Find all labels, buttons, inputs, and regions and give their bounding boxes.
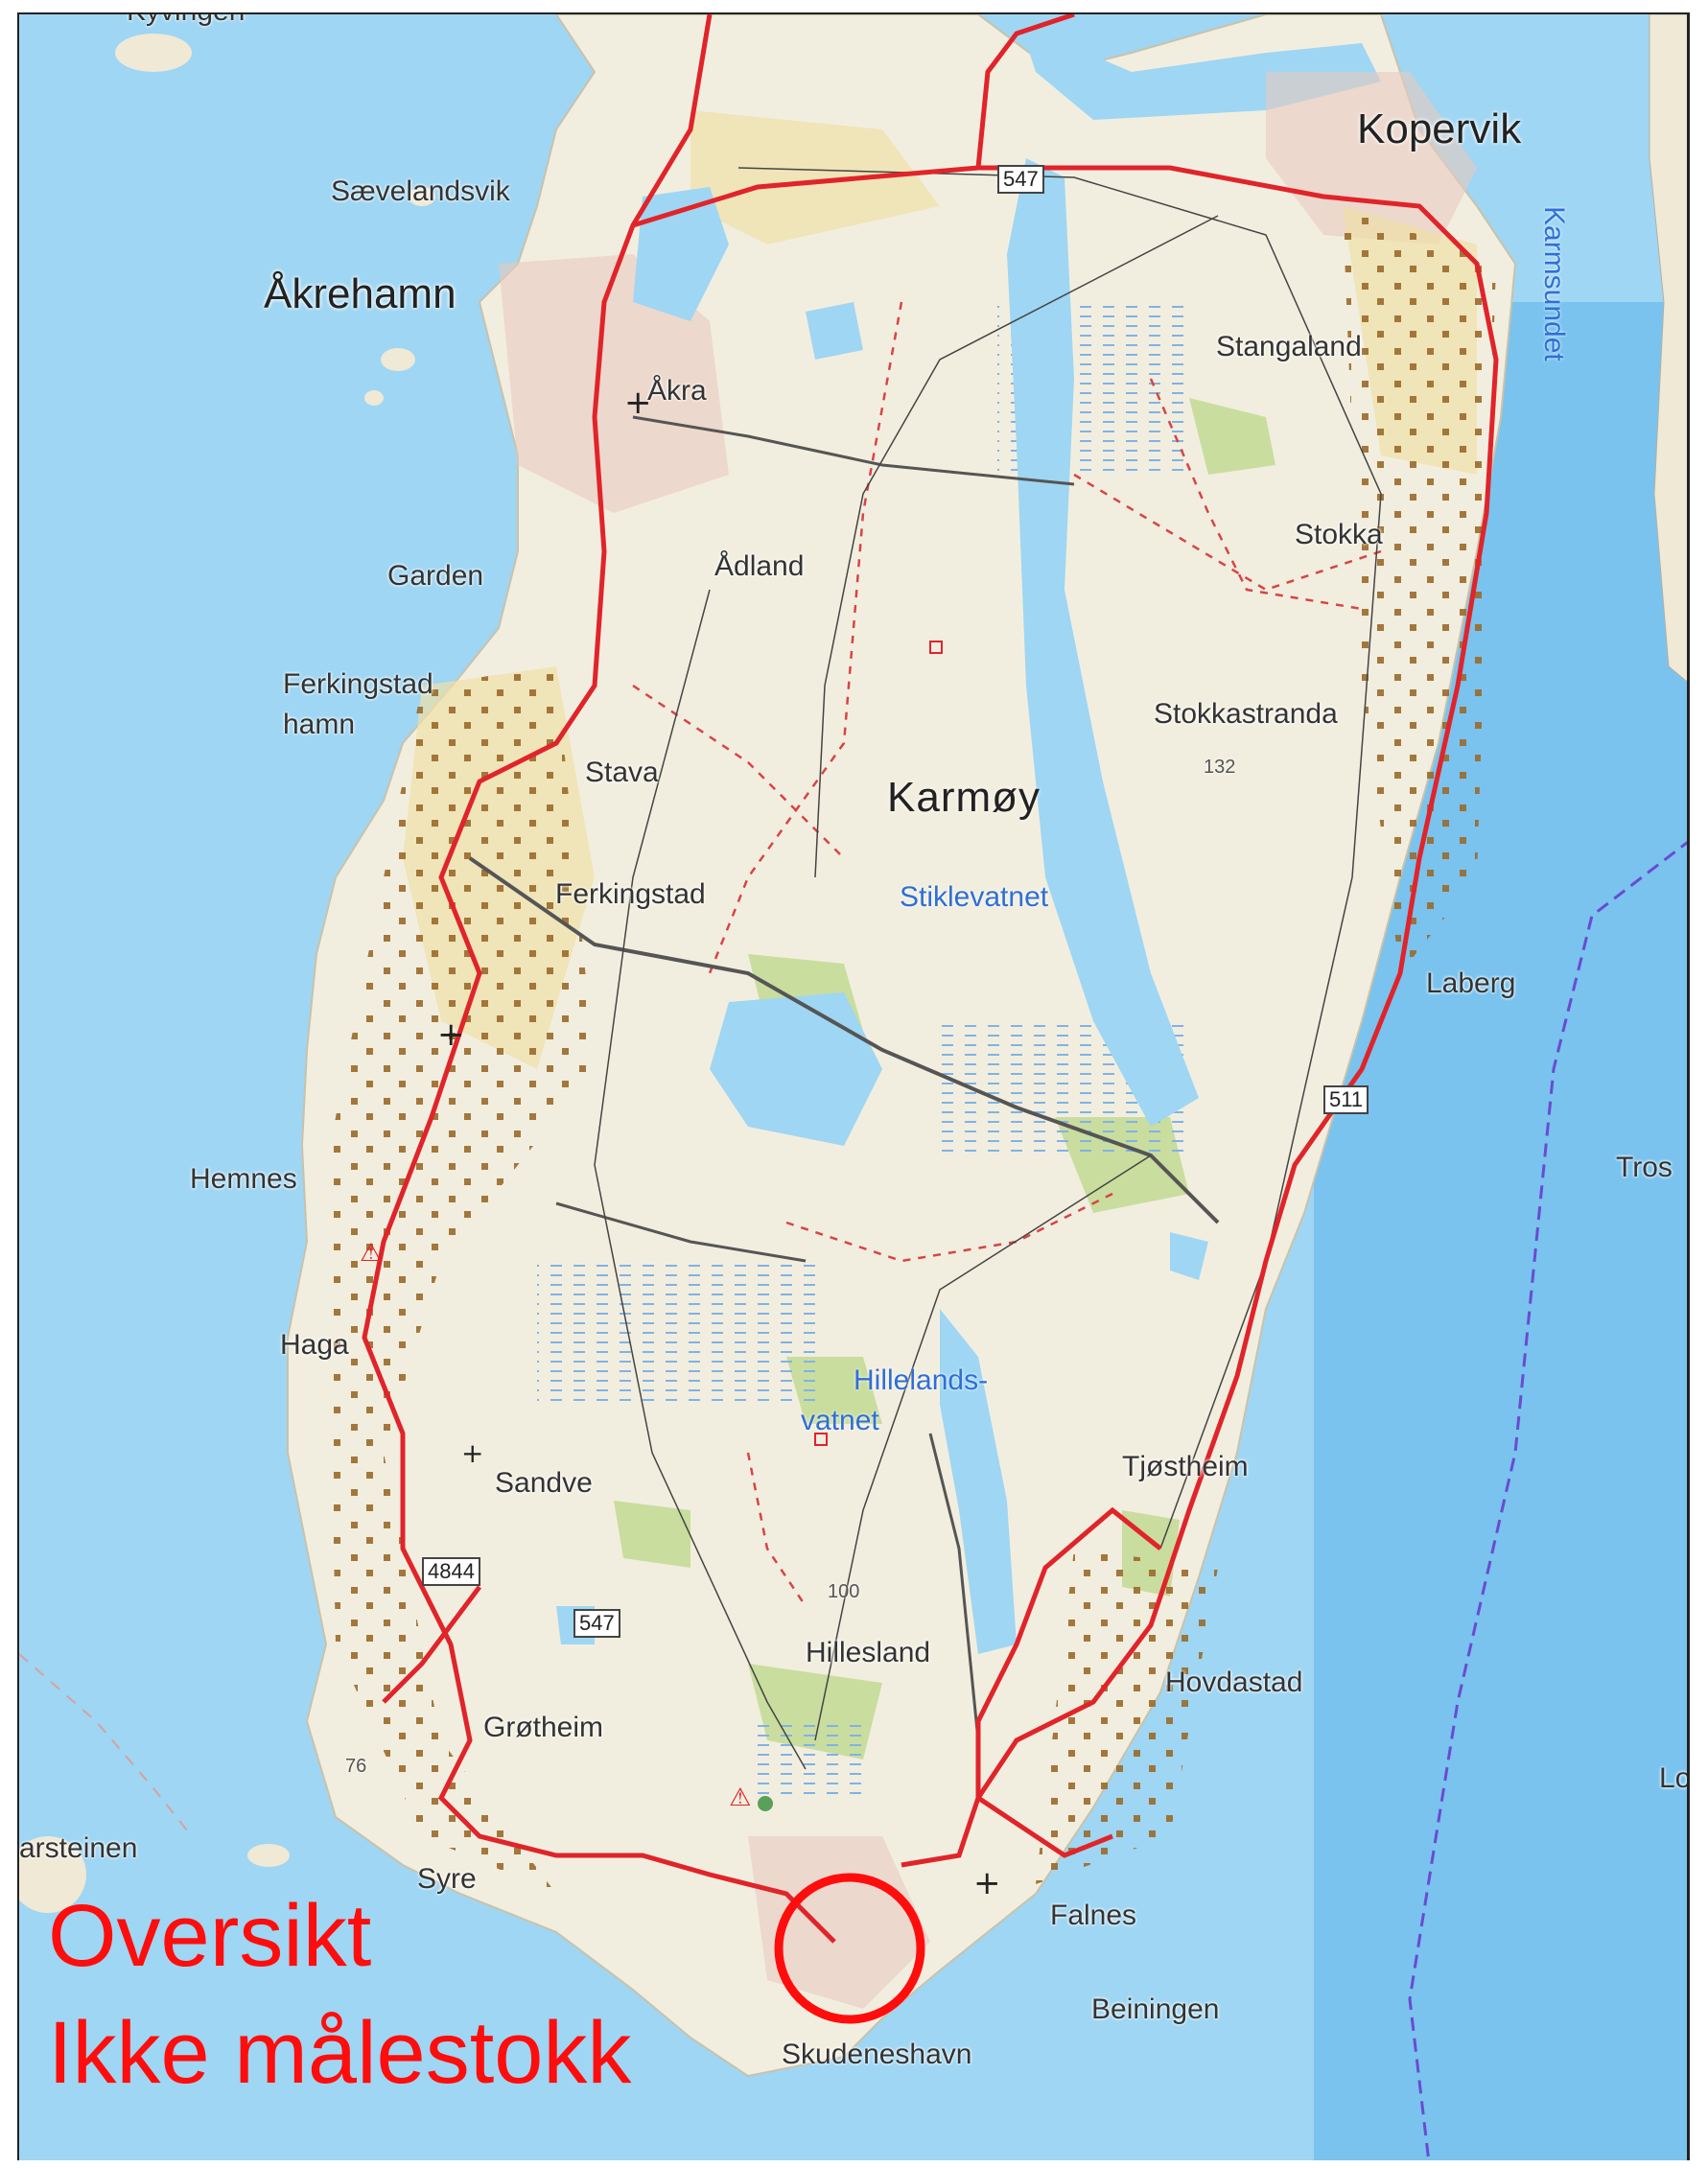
place-label-sandve: Sandve	[495, 1467, 593, 1499]
church-icon: +	[437, 1015, 465, 1054]
power-line	[814, 215, 1219, 878]
place-label-syre: Syre	[417, 1863, 477, 1895]
lake-small	[806, 302, 863, 360]
water-label-stiklevatnet: Stiklevatnet	[900, 881, 1049, 913]
marsh	[537, 1261, 825, 1405]
lake-hilleslandsvatnet	[940, 1309, 1017, 1654]
power-line	[594, 589, 807, 1770]
boundary-line-west	[19, 1653, 193, 1837]
place-label-garden: Garden	[387, 560, 484, 592]
akrehamn-urban	[499, 254, 729, 513]
poi-dot	[758, 1796, 773, 1811]
elevation-label-100: 100	[828, 1581, 860, 1602]
map-frame: + + + + ⚠ ⚠ Kyvingen Sævelandsvik Åkreha…	[17, 12, 1690, 2160]
church-icon: +	[624, 384, 652, 422]
trail	[708, 301, 903, 974]
place-label-saevelandsvik: Sævelandsvik	[331, 175, 510, 207]
place-label-ferkingstad: Ferkingstad	[555, 878, 706, 910]
road-shield-511: 511	[1323, 1085, 1369, 1115]
place-label-grotheim: Grøtheim	[483, 1712, 604, 1743]
trail	[746, 1452, 807, 1607]
place-label-akrehamn: Åkrehamn	[264, 270, 456, 317]
secondary-road	[632, 415, 1075, 486]
place-label-haga: Haga	[280, 1329, 349, 1361]
main-road-kopervik	[975, 14, 1075, 169]
main-road-east	[632, 165, 1499, 1868]
place-label-tros: Tros	[1616, 1152, 1673, 1183]
forest	[1189, 398, 1275, 475]
overlay-title: Oversikt	[48, 1887, 372, 1985]
place-label-akra: Åkra	[647, 375, 707, 407]
place-label-arsteinen: arsteinen	[19, 1832, 138, 1864]
place-label-skudeneshavn: Skudeneshavn	[782, 2039, 972, 2070]
road-shield-4844: 4844	[422, 1557, 480, 1587]
islet	[247, 1844, 290, 1867]
skudeneshavn-urban	[748, 1836, 930, 2009]
islet	[364, 390, 384, 406]
settlement-dots	[1036, 1549, 1218, 1884]
boundary-line	[1408, 840, 1687, 2160]
place-label-stokkastranda: Stokkastranda	[1154, 698, 1338, 730]
farmland	[690, 110, 940, 245]
water-label-karmsundet: Karmsundet	[1538, 206, 1570, 361]
overlay-subtitle: Ikke målestokk	[48, 2004, 632, 2102]
settlement-dots	[326, 666, 595, 1894]
hazard-icon: ⚠	[360, 1239, 382, 1268]
water-label-hilleslandsvatnet: Hillelands-	[854, 1364, 989, 1396]
place-label-tjostheim: Tjøstheim	[1122, 1451, 1249, 1482]
secondary-road	[928, 1433, 980, 1741]
place-label-adland: Ådland	[714, 550, 805, 582]
place-label-laberg: Laberg	[1426, 967, 1516, 999]
main-road-skude	[382, 1585, 481, 1704]
church-icon: +	[461, 1437, 483, 1469]
settlement-dots	[1343, 206, 1496, 973]
church-icon: +	[973, 1864, 1001, 1902]
highlight-circle	[774, 1873, 925, 2024]
trail	[632, 684, 845, 859]
place-label-stokka: Stokka	[1295, 519, 1383, 550]
islet	[19, 1836, 86, 1913]
elevation-label-76: 76	[345, 1756, 367, 1777]
secondary-road	[555, 1201, 807, 1263]
marsh	[748, 1721, 863, 1798]
lake-small	[1170, 1232, 1208, 1280]
lake-stiklevatnet	[1007, 158, 1199, 1127]
place-label-hemnes: Hemnes	[190, 1163, 297, 1195]
place-label-hovdastad: Hovdastad	[1165, 1667, 1303, 1698]
main-road-west	[362, 14, 836, 1944]
place-label-stangaland: Stangaland	[1216, 331, 1362, 362]
trail	[785, 1192, 1113, 1263]
road-shield-547-south: 547	[573, 1609, 620, 1639]
place-label-falnes: Falnes	[1050, 1900, 1137, 1931]
lake-north	[633, 187, 729, 321]
eastern-islands	[1649, 14, 1687, 683]
islet	[381, 348, 415, 371]
lake-center	[710, 992, 882, 1146]
poi-marker	[814, 1433, 828, 1446]
hazard-icon: ⚠	[729, 1783, 751, 1812]
power-line	[814, 1154, 1152, 1741]
poi-marker	[929, 641, 943, 654]
place-label-kyvingen: Kyvingen	[127, 14, 245, 26]
place-label-ferkingstad-hamn: Ferkingstad	[283, 668, 433, 700]
place-label-kopervik: Kopervik	[1357, 105, 1522, 152]
elevation-label-132: 132	[1204, 757, 1236, 778]
place-label-stava: Stava	[585, 757, 659, 788]
place-label-hillesland: Hillesland	[806, 1637, 931, 1668]
trail	[1149, 378, 1363, 611]
island-label: Karmøy	[887, 774, 1041, 821]
kopervik-urban	[1266, 72, 1477, 245]
place-label-lo: Lo	[1659, 1762, 1690, 1794]
islet	[409, 187, 435, 206]
road-shield-547-north: 547	[997, 165, 1044, 195]
place-label-beiningen: Beiningen	[1091, 1993, 1220, 2025]
map-canvas: + + + + ⚠ ⚠	[19, 14, 1687, 2160]
forest	[614, 1501, 690, 1568]
islet	[115, 34, 192, 72]
karmoy-island	[287, 14, 1517, 2078]
place-label-ferkingstad-hamn-line2: hamn	[283, 709, 356, 740]
main-road-south	[975, 1506, 1162, 1858]
water-label-hilleslandsvatnet-line2: vatnet	[801, 1405, 879, 1436]
